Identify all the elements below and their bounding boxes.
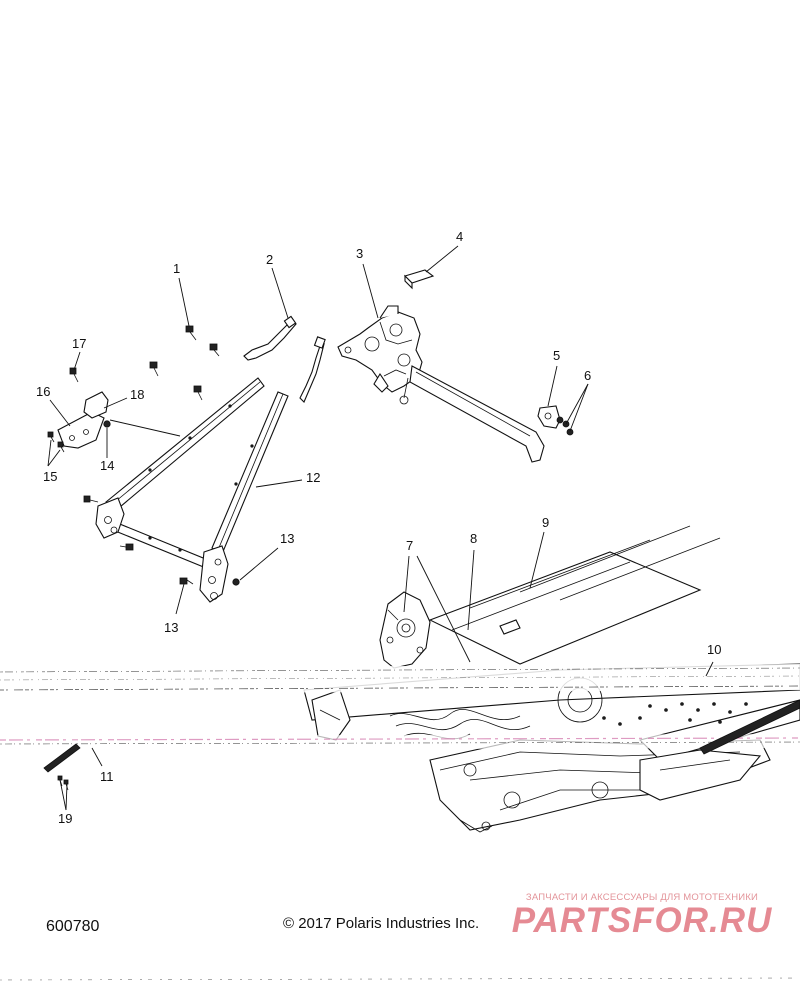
footboard-holes: [602, 702, 748, 726]
bolts: [69, 325, 240, 586]
callout-14: 14: [100, 458, 114, 473]
nut: [103, 420, 111, 428]
bolt: [83, 495, 99, 503]
diagram-number: 600780: [46, 918, 100, 935]
callout-11: 11: [100, 769, 114, 784]
callout-17: 17: [72, 336, 86, 351]
callout-4: 4: [456, 229, 463, 244]
bolt: [185, 325, 197, 341]
watermark-logo: PARTSFOR.RU: [511, 901, 773, 940]
callout-labels: 1 2 3 4 5 6 7 8 9 10 11 12 13 13 14 15 1…: [36, 229, 721, 826]
leader-lines: [47, 245, 714, 811]
bolt: [69, 367, 79, 383]
part-chassis: [303, 525, 800, 833]
part-steering-mount: [337, 305, 545, 463]
callout-8: 8: [470, 531, 477, 546]
callout-5: 5: [553, 348, 560, 363]
nut: [232, 578, 240, 586]
bolt: [193, 385, 203, 401]
scan-distortion: [0, 664, 800, 981]
copyright-notice: © 2017 Polaris Industries Inc.: [283, 915, 480, 932]
bolt: [119, 543, 134, 551]
bolt: [149, 361, 159, 377]
callout-7: 7: [406, 538, 413, 553]
callout-2: 2: [266, 252, 273, 267]
part-pad: [403, 269, 435, 290]
watermark: ЗАПЧАСТИ И АКСЕССУАРЫ ДЛЯ МОТОТЕХНИКИ PA…: [487, 892, 797, 941]
part-side-bracket: [47, 391, 109, 453]
callout-1: 1: [173, 261, 180, 276]
bolt: [179, 577, 194, 585]
watermark-tagline: ЗАПЧАСТИ И АКСЕССУАРЫ ДЛЯ МОТОТЕХНИКИ: [525, 892, 759, 903]
part-a-frame: [95, 377, 289, 603]
screw: [47, 431, 55, 443]
part-cables: [243, 315, 326, 403]
callout-10: 10: [707, 642, 721, 657]
callout-13-right: 13: [280, 531, 294, 546]
callout-16: 16: [36, 384, 50, 399]
callout-18: 18: [130, 387, 144, 402]
callout-15: 15: [43, 469, 57, 484]
callout-6: 6: [584, 368, 591, 383]
callout-3: 3: [356, 246, 363, 261]
callout-19: 19: [58, 811, 72, 826]
callout-9: 9: [542, 515, 549, 530]
screw: [57, 441, 65, 453]
callout-13-left: 13: [164, 620, 178, 635]
bolt: [209, 343, 220, 357]
callout-12: 12: [306, 470, 320, 485]
